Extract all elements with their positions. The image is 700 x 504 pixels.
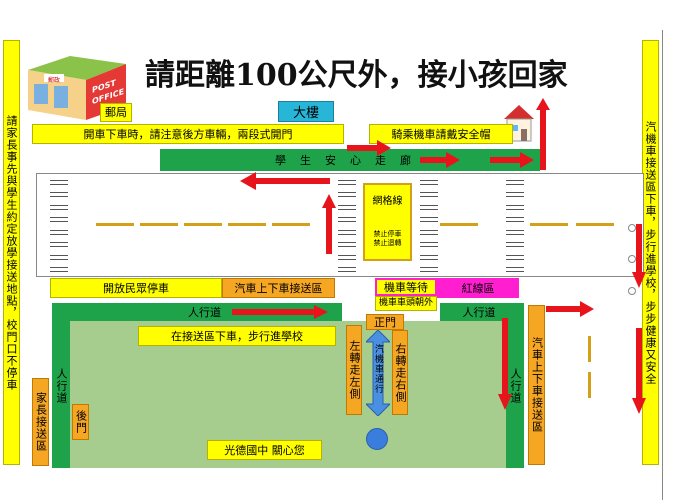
left-side-note: 請家長事先與學生約定放學接送地點，校門口不停車 xyxy=(3,40,20,465)
sidewalk-top-left: 人行道 xyxy=(52,303,342,321)
up-arrow-red-road xyxy=(322,194,336,254)
road-marker-circle xyxy=(628,255,636,263)
grid-line-rule-2: 禁止迴轉 xyxy=(373,239,402,247)
sidewalk-bottom-left: 人行道 xyxy=(52,303,70,468)
post-office-sign-top: 郵政 xyxy=(48,77,61,84)
right-arrow-red-2 xyxy=(420,152,460,168)
road-mark xyxy=(588,372,591,398)
lane-dash xyxy=(576,223,614,226)
moto-wait-zone: 機車等待 xyxy=(375,278,437,296)
crosswalk-mid-right xyxy=(420,180,438,272)
right-side-note: 汽機車接送區下車，步行進學校，步步健康又安全 xyxy=(642,40,659,465)
main-gate: 正門 xyxy=(366,314,404,330)
sidewalk-top-right-label: 人行道 xyxy=(462,306,496,319)
sidewalk-bottom-right: 人行道 xyxy=(506,303,524,468)
crosswalk-right xyxy=(506,180,524,272)
car-dropoff-vertical-zone: 汽車上下車接送區 xyxy=(528,305,545,465)
building-label: 大樓 xyxy=(278,101,334,122)
vehicle-lane: 汽機車通行 xyxy=(364,329,392,417)
open-parking-zone: 開放民眾停車 xyxy=(50,278,222,298)
lane-dash xyxy=(96,223,134,226)
post-office-icon: 郵政 POST OFFICE xyxy=(22,48,132,126)
lane-dash xyxy=(228,223,266,226)
school-name: 光德國中 關心您 xyxy=(207,440,322,460)
car-dropoff-zone: 汽車上下車接送區 xyxy=(222,278,335,298)
student-walkway: 學生安心走廊 xyxy=(160,149,540,171)
right-road xyxy=(662,30,696,500)
lane-dash xyxy=(440,223,478,226)
down-arrow-red-far-right xyxy=(632,328,646,414)
parent-pickup-zone: 家長接送區 xyxy=(32,378,49,466)
lane-dash xyxy=(272,223,310,226)
school-marker-circle xyxy=(366,428,388,450)
open-door-notice: 開車下車時，請注意後方車輛，兩段式開門 xyxy=(32,124,344,144)
right-arrow-red-lower xyxy=(546,301,594,317)
road-marker-circle xyxy=(628,287,636,295)
down-arrow-red-sidewalk xyxy=(498,318,512,410)
helmet-notice: 騎乘機車請戴安全帽 xyxy=(369,124,513,144)
down-arrow-red-right-road xyxy=(632,224,646,288)
crosswalk-left xyxy=(50,180,68,272)
grid-line-rule-1: 禁止停車 xyxy=(373,230,402,238)
grid-line-zone: 網格線 禁止停車 禁止迴轉 xyxy=(363,183,412,261)
sidewalk-bottom-left-label: 人行道 xyxy=(55,367,68,404)
lane-dash xyxy=(140,223,178,226)
right-arrow-red-1 xyxy=(347,140,391,156)
grid-line-title: 網格線 xyxy=(372,196,403,207)
right-arrow-red-3 xyxy=(490,152,534,168)
page-title: 請距離100公尺外，接小孩回家 xyxy=(145,58,568,93)
post-office-label: 郵局 xyxy=(100,103,132,122)
right-arrow-red-sidewalk xyxy=(232,305,328,319)
vehicle-lane-label: 汽機車通行 xyxy=(373,344,383,394)
red-line-zone: 紅線區 xyxy=(437,278,519,298)
left-arrow-red-road xyxy=(240,172,330,190)
crosswalk-mid-left xyxy=(338,180,356,272)
house-icon xyxy=(502,103,536,143)
walk-in-notice: 在接送區下車，步行進學校 xyxy=(138,326,336,346)
sidewalk-top-right: 人行道 xyxy=(440,303,518,321)
walkway-label: 學生安心走廊 xyxy=(275,154,425,167)
turn-right-note: 右轉走右側 xyxy=(392,330,408,415)
road-mark xyxy=(588,336,591,362)
lane-dash xyxy=(530,223,568,226)
lane-dash xyxy=(184,223,222,226)
up-arrow-red-tall xyxy=(536,98,550,170)
turn-left-note: 左轉走左側 xyxy=(346,325,362,415)
road-marker-circle xyxy=(628,224,636,232)
moto-head-out-note: 機車車頭朝外 xyxy=(375,296,437,311)
sidewalk-top-left-label: 人行道 xyxy=(188,306,221,319)
back-gate: 後門 xyxy=(72,404,89,440)
sidewalk-bottom-right-label: 人行道 xyxy=(509,367,522,404)
